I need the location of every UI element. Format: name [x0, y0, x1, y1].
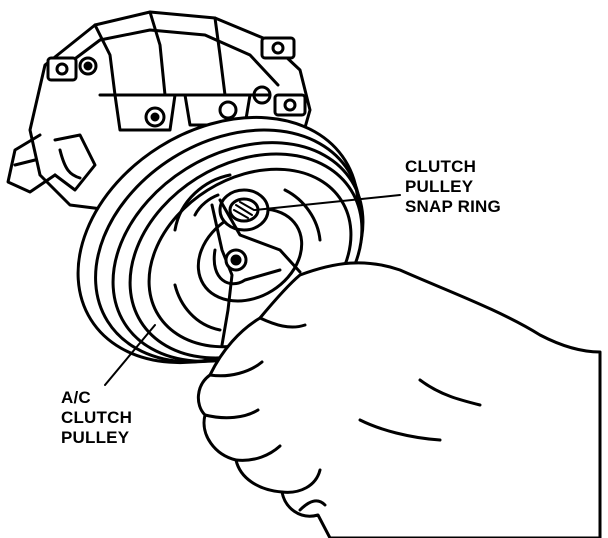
snap-ring-pliers-graphic	[210, 198, 302, 347]
label-line: CLUTCH	[405, 157, 477, 176]
leader-line-snap-ring	[254, 194, 401, 211]
label-line: SNAP RING	[405, 197, 501, 216]
hand-graphic	[196, 261, 602, 538]
label-line: CLUTCH	[61, 408, 133, 427]
leader-line-clutch-pulley	[104, 324, 156, 386]
label-line: PULLEY	[61, 428, 130, 447]
label-line: A/C	[61, 388, 91, 407]
compressor-body	[6, 10, 312, 212]
ac-clutch-pulley-label: A/C CLUTCH PULLEY	[61, 388, 132, 448]
clutch-pulley-snap-ring-label: CLUTCH PULLEY SNAP RING	[405, 157, 501, 217]
label-line: PULLEY	[405, 177, 474, 196]
